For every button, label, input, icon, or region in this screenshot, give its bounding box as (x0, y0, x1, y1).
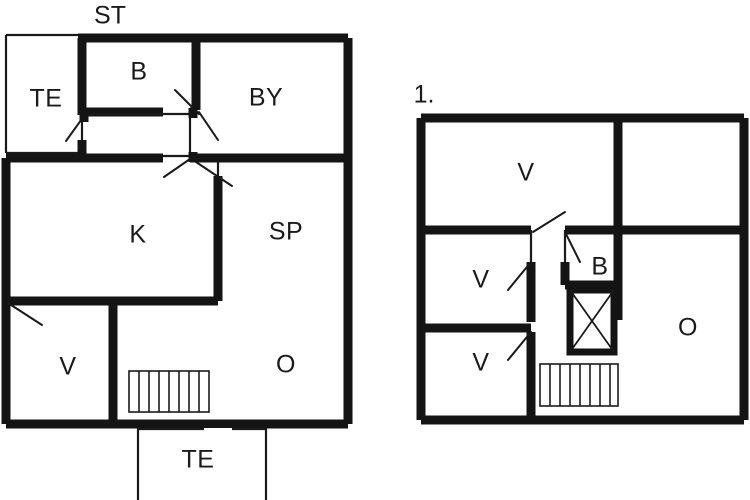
room-label-v-mid: V (472, 266, 489, 294)
room-label-v-top: V (517, 159, 534, 187)
room-te-bottom (136, 427, 268, 500)
room-label-b: B (130, 58, 147, 86)
first-floor-title: 1. (414, 81, 435, 109)
door-k-sp (195, 161, 233, 187)
room-label-o-first: O (678, 314, 698, 342)
ground-outer-walls (1, 33, 353, 429)
room-label-te-left: TE (30, 85, 63, 113)
ground-interior-walls (6, 38, 348, 424)
room-label-k: K (129, 221, 146, 249)
room-label-te-bottom: TE (182, 446, 215, 474)
door-v-top-corridor (532, 211, 566, 233)
door-k-v (7, 302, 43, 326)
first-floor-plan: 1. (414, 81, 749, 425)
door-v-mid-corridor (507, 261, 532, 291)
ground-door-jambs (79, 108, 198, 122)
ground-doors (7, 89, 233, 456)
door-hall-k (163, 158, 191, 178)
room-te-left (4, 33, 84, 155)
first-outer-walls (416, 113, 749, 425)
first-doors (507, 211, 581, 361)
door-v-low-corridor (507, 331, 532, 361)
room-label-v: V (59, 353, 76, 381)
ground-room-labels: TE B BY K SP V O TE (30, 58, 303, 474)
room-label-sp: SP (269, 218, 303, 246)
staircase-ground (128, 370, 210, 413)
staircase-first (539, 363, 619, 407)
first-interior-walls (421, 118, 744, 420)
room-label-v-low: V (472, 349, 489, 377)
shaft-closet (566, 286, 618, 356)
door-b-hall (198, 111, 219, 141)
ground-floor-plan: ST (1, 2, 353, 500)
first-room-labels: V V B V O (472, 159, 698, 377)
room-label-o: O (276, 351, 296, 379)
room-label-by: BY (249, 84, 283, 112)
room-label-b-first: B (591, 253, 608, 281)
ground-floor-title: ST (94, 2, 126, 30)
door-b-corridor (564, 231, 581, 263)
